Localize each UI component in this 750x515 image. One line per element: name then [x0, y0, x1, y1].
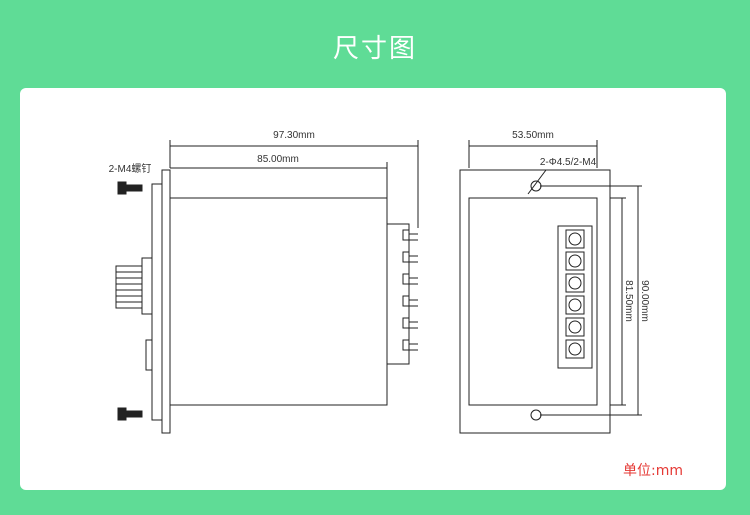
diagram-card: 97.30mm 85.00mm 2-M4螺钉 53.50mm 2-Φ4.5/2-… — [20, 88, 726, 490]
dimension-drawing: 97.30mm 85.00mm 2-M4螺钉 53.50mm 2-Φ4.5/2-… — [109, 130, 650, 434]
knob-ridges — [116, 271, 142, 303]
relay-body — [169, 197, 388, 406]
label-screw-note: 2-M4螺钉 — [109, 163, 152, 175]
mounting-plate — [161, 169, 171, 434]
screw-bottom — [117, 407, 143, 421]
front-panel — [468, 197, 598, 406]
unit-label: 单位:mm — [623, 463, 683, 479]
front-plate — [459, 169, 611, 434]
label-inner-height: 81.50mm — [623, 280, 634, 322]
terminal-strip — [557, 225, 593, 369]
mount-hole-bottom — [530, 409, 542, 421]
page-title: 尺寸图 — [332, 34, 417, 64]
adjust-knob — [115, 265, 143, 309]
screw-top — [117, 181, 143, 195]
terminal-screws — [565, 229, 585, 359]
hole-leader — [527, 169, 547, 195]
front-bezel — [151, 183, 163, 421]
terminal-block — [386, 223, 410, 365]
label-overall-width: 97.30mm — [273, 130, 315, 141]
terminal-pins — [402, 229, 418, 351]
label-depth: 53.50mm — [512, 130, 554, 141]
label-outer-height: 90.00mm — [639, 280, 650, 322]
label-body-width: 85.00mm — [257, 154, 299, 165]
label-hole-note: 2-Φ4.5/2-M4 — [540, 157, 597, 168]
knob-collar — [141, 257, 153, 315]
front-switch — [145, 339, 153, 371]
